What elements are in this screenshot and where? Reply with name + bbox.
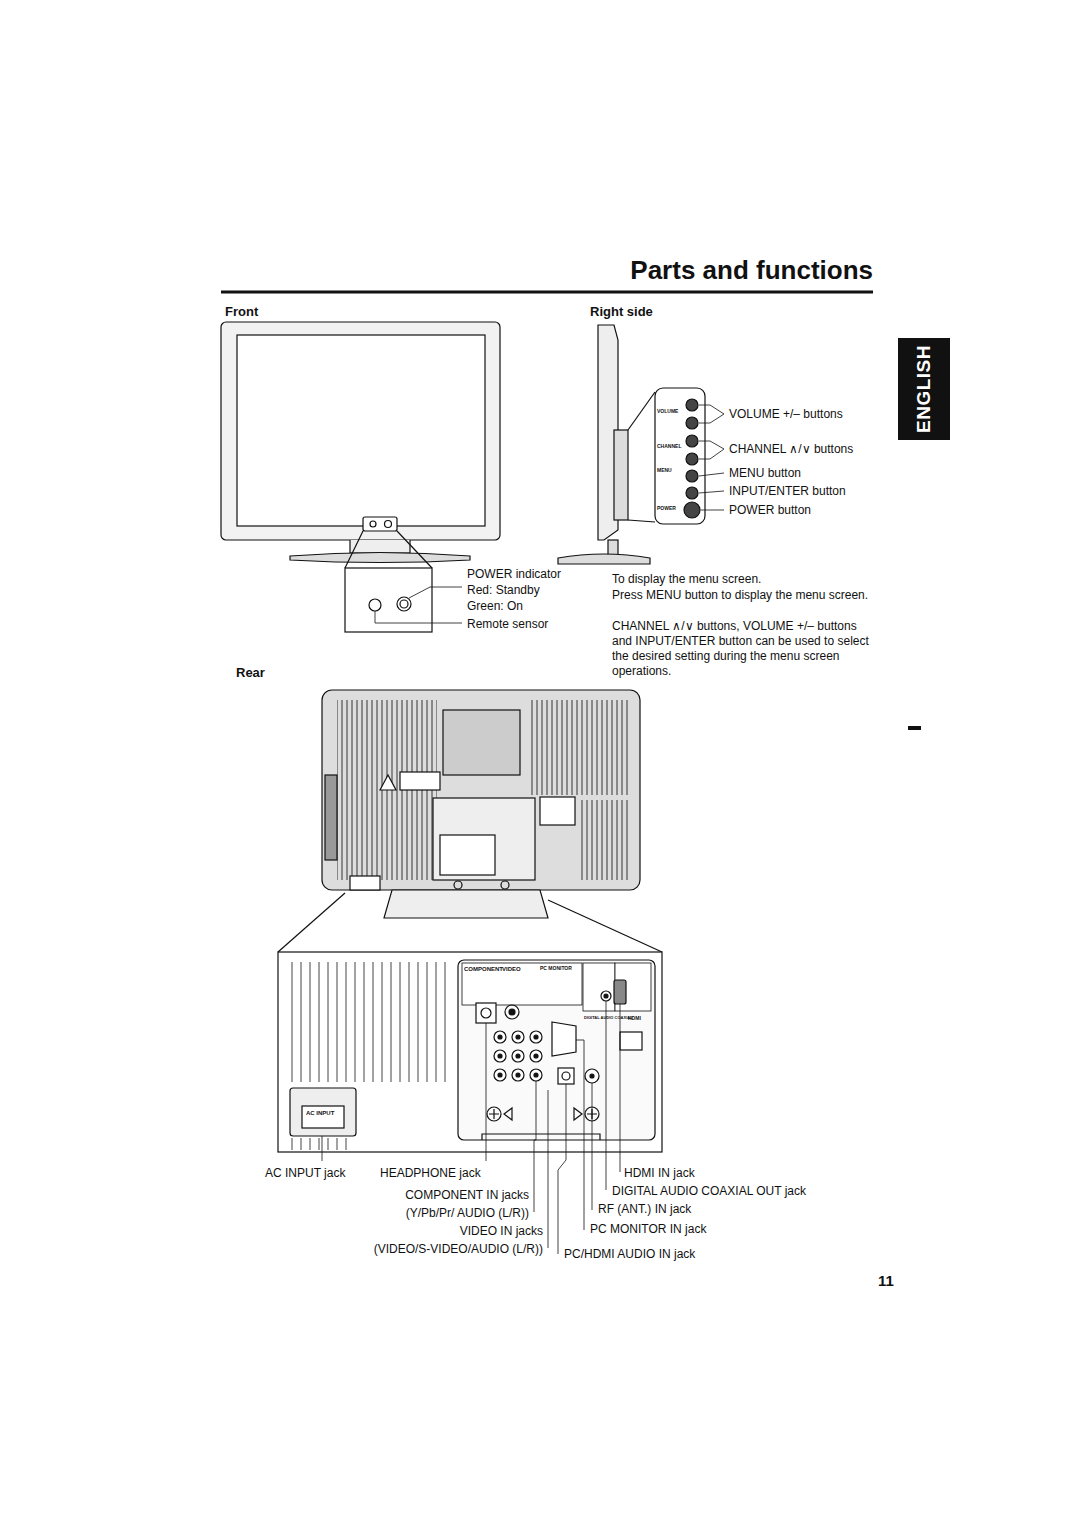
note: Green: On xyxy=(467,599,523,614)
section-heading: Front xyxy=(225,304,258,320)
panel-marking: VIDEO xyxy=(502,966,521,972)
part-label: MENU button xyxy=(729,466,801,481)
part-label: Remote sensor xyxy=(467,617,548,632)
jack-label: RF (ANT.) IN jack xyxy=(598,1202,691,1217)
panel-marking: HDMI xyxy=(628,1016,641,1021)
instruction-text: To display the menu screen. xyxy=(612,572,877,587)
jack-label: COMPONENT IN jacks xyxy=(405,1188,529,1203)
panel-marking: COMPONENT xyxy=(464,966,503,972)
panel-marking: POWER xyxy=(657,506,676,511)
jack-label: (VIDEO/S-VIDEO/AUDIO (L/R)) xyxy=(374,1242,543,1257)
part-label: INPUT/ENTER button xyxy=(729,484,846,499)
part-label: VOLUME +/– buttons xyxy=(729,407,843,422)
part-label: POWER indicator xyxy=(467,567,561,582)
section-heading: Rear xyxy=(236,665,265,681)
panel-marking: AC INPUT xyxy=(306,1110,334,1116)
page-number: 11 xyxy=(878,1272,894,1291)
page-title: Parts and functions xyxy=(630,254,873,287)
part-label: POWER button xyxy=(729,503,811,518)
jack-label: HDMI IN jack xyxy=(624,1166,695,1181)
language-tab: ENGLISH xyxy=(898,338,950,440)
note: Red: Standby xyxy=(467,583,540,598)
panel-marking: PC MONITOR xyxy=(540,966,572,971)
section-heading: Right side xyxy=(590,304,653,320)
panel-marking: MENU xyxy=(657,468,672,473)
jack-label: AC INPUT jack xyxy=(265,1166,345,1181)
instruction-text: CHANNEL ∧/∨ buttons, VOLUME +/– buttons … xyxy=(612,619,877,679)
part-label: CHANNEL ∧/∨ buttons xyxy=(729,442,853,457)
jack-label: DIGITAL AUDIO COAXIAL OUT jack xyxy=(612,1184,806,1199)
instruction-text: Press MENU button to display the menu sc… xyxy=(612,588,877,603)
jack-label: (Y/Pb/Pr/ AUDIO (L/R)) xyxy=(406,1206,529,1221)
panel-marking: DIGITAL AUDIO COAXIAL xyxy=(584,1016,633,1020)
panel-marking: CHANNEL xyxy=(657,444,681,449)
jack-label: HEADPHONE jack xyxy=(380,1166,481,1181)
panel-marking: VOLUME xyxy=(657,409,678,414)
tab-text: ENGLISH xyxy=(913,345,935,433)
jack-label: VIDEO IN jacks xyxy=(460,1224,543,1239)
jack-label: PC/HDMI AUDIO IN jack xyxy=(564,1247,695,1262)
jack-label: PC MONITOR IN jack xyxy=(590,1222,706,1237)
